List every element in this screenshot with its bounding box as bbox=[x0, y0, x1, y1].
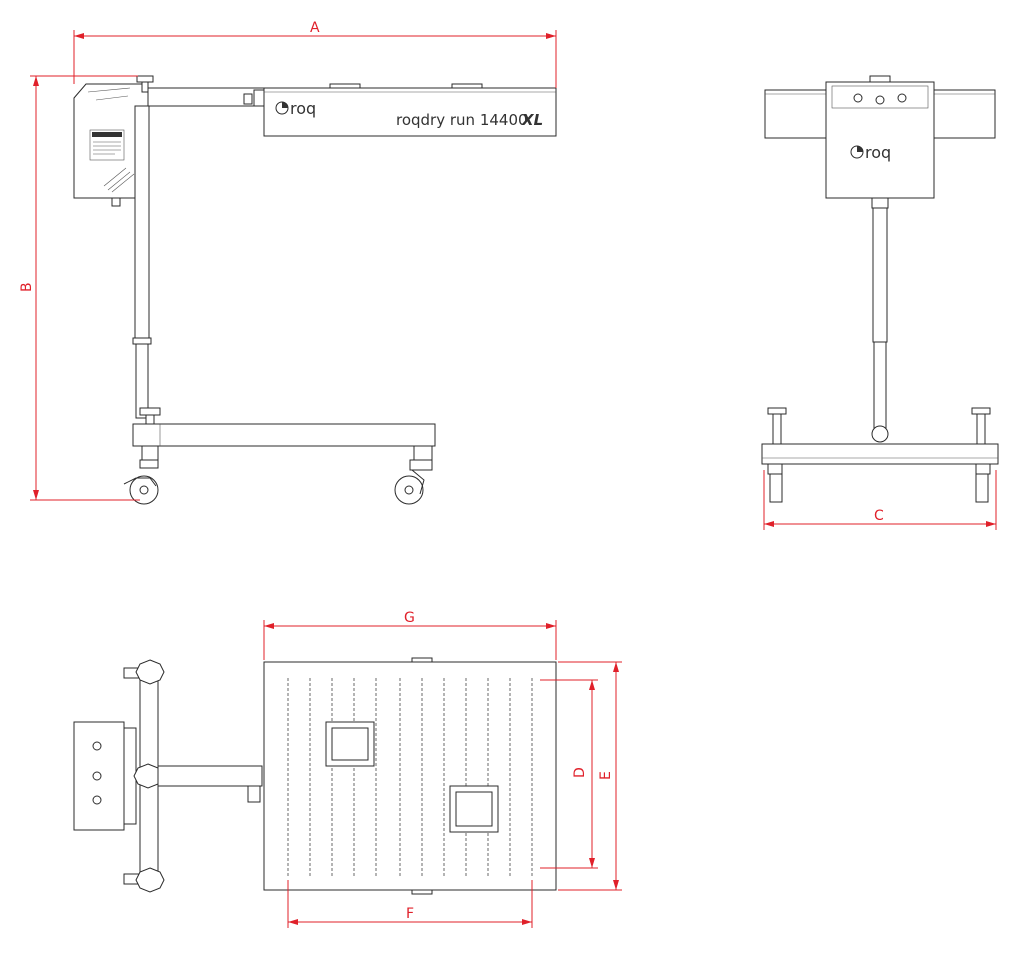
control-box-top bbox=[73, 721, 125, 831]
dimension-g: G bbox=[263, 610, 557, 660]
label-a: A bbox=[310, 20, 320, 36]
side-view: roq roqdry run 14400 XL A bbox=[19, 20, 557, 505]
base-front bbox=[761, 443, 999, 465]
dimension-f: F bbox=[287, 880, 533, 928]
brand-logo-front: roq bbox=[850, 143, 891, 162]
warning-label bbox=[89, 129, 125, 161]
svg-text:roq: roq bbox=[865, 143, 891, 162]
dryer-head-side bbox=[263, 87, 557, 137]
caster-front-left bbox=[769, 473, 783, 503]
top-view: G F D E bbox=[73, 610, 622, 928]
label-d: D bbox=[572, 767, 588, 778]
window-right bbox=[449, 785, 499, 833]
lamp-rows bbox=[287, 678, 533, 878]
model-name: roqdry run 14400 bbox=[396, 111, 528, 129]
caster-wheel-left bbox=[129, 475, 159, 505]
label-g: G bbox=[404, 610, 415, 626]
dimension-e: E bbox=[558, 661, 622, 891]
dryer-panel-top bbox=[263, 661, 557, 891]
label-c: C bbox=[874, 508, 884, 524]
dimension-c: C bbox=[763, 470, 997, 530]
label-f: F bbox=[406, 906, 414, 922]
label-b: B bbox=[19, 282, 35, 292]
control-box-front bbox=[825, 81, 935, 199]
caster-front-right bbox=[975, 473, 989, 503]
window-left bbox=[325, 721, 375, 767]
model-suffix: XL bbox=[521, 111, 543, 129]
front-view: roq C bbox=[761, 75, 999, 530]
brand-logo-side: roq bbox=[275, 99, 316, 118]
pole-side bbox=[134, 105, 150, 343]
arm-top bbox=[157, 765, 263, 787]
dimension-b: B bbox=[19, 75, 140, 501]
dimension-d: D bbox=[540, 679, 598, 869]
pole-front bbox=[872, 207, 888, 343]
caster-wheel-right bbox=[394, 475, 424, 505]
svg-text:roq: roq bbox=[290, 99, 316, 118]
dimension-a: A bbox=[73, 20, 557, 88]
base-side bbox=[132, 423, 436, 447]
label-e: E bbox=[598, 771, 614, 780]
